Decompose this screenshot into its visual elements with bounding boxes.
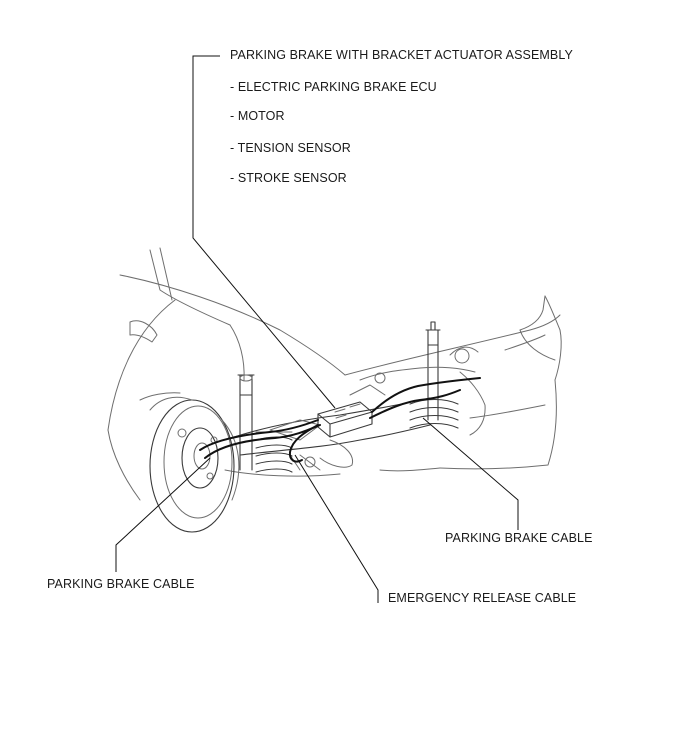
component-ecu-label: - ELECTRIC PARKING BRAKE ECU [230,80,437,94]
component-stroke-sensor-label: - STROKE SENSOR [230,171,347,185]
right-cable-label: PARKING BRAKE CABLE [445,531,593,545]
emergency-release-cable-line [288,424,319,463]
leader-emergency [294,454,379,603]
right-parking-brake-cable [371,377,481,413]
component-tension-sensor-label: - TENSION SENSOR [230,141,351,155]
assembly-label: PARKING BRAKE WITH BRACKET ACTUATOR ASSE… [230,48,573,62]
right-shock-absorber [427,329,439,421]
left-shock-absorber [239,374,253,471]
wheel [149,399,235,533]
left-coil-spring [255,436,293,473]
emergency-release-label: EMERGENCY RELEASE CABLE [388,591,577,605]
right-coil-spring [409,398,459,429]
body-outline [119,274,346,376]
left-parking-brake-cable [199,419,319,451]
leader-left-cable [115,457,211,572]
left-cable-label: PARKING BRAKE CABLE [47,577,195,591]
leader-right-cable [422,417,519,530]
component-motor-label: - MOTOR [230,109,285,123]
leader-assembly [192,55,336,409]
actuator-assembly [317,401,373,438]
